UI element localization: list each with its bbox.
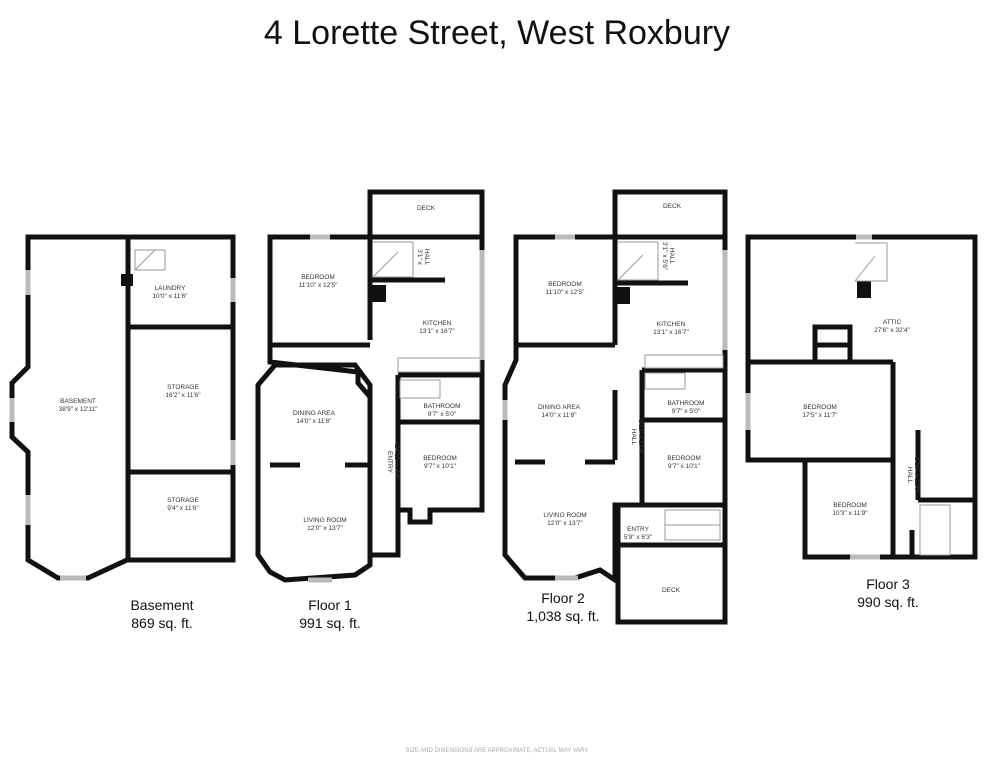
room-name: DECK <box>417 205 436 212</box>
room-name: LAUNDRY <box>155 285 187 292</box>
room-name: BEDROOM <box>667 455 701 462</box>
floor-area: 869 sq. ft. <box>131 615 192 631</box>
room-name: STORAGE <box>167 384 199 391</box>
room-name: BEDROOM <box>423 455 457 462</box>
room-name: ENTRY <box>627 526 650 533</box>
room-dims: 2'11" x 17'4" <box>637 419 644 455</box>
floor-name: Floor 2 <box>541 590 585 606</box>
room-name: DECK <box>663 203 682 210</box>
room-dims: 10'0" x 11'6" <box>152 293 188 300</box>
room-name: STORAGE <box>167 497 199 504</box>
room-dims: 10'3" x 11'9" <box>832 510 868 517</box>
room-dims: 2'10" x 12'0" <box>913 457 920 493</box>
floor-area: 990 sq. ft. <box>857 594 918 610</box>
room-name: BEDROOM <box>833 502 867 509</box>
room-name: LIVING ROOM <box>543 512 586 519</box>
room-dims: 12'0" x 13'7" <box>307 525 343 532</box>
room-dims: 14'0" x 11'8" <box>541 412 577 419</box>
room-dims: 9'4" x 11'6" <box>167 505 199 512</box>
room-name: BEDROOM <box>803 404 837 411</box>
floor-area: 991 sq. ft. <box>299 615 360 631</box>
room-name: BASEMENT <box>60 398 96 405</box>
room-name: BATHROOM <box>667 400 704 407</box>
room-dims: 9'7" x 10'1" <box>668 463 701 470</box>
room-dims: 11'10" x 12'5" <box>546 289 585 296</box>
room-dims: 14'0" x 11'8" <box>296 418 332 425</box>
room-name: HALL <box>906 467 913 484</box>
disclaimer: SIZE AND DIMENSIONS ARE APPROXIMATE, ACT… <box>406 748 589 754</box>
room-dims: 9'7" x 5'0" <box>428 411 457 418</box>
room-name: BEDROOM <box>301 274 335 281</box>
room-dims: 3'1" x 5'6" <box>661 242 668 271</box>
room-name: BATHROOM <box>423 403 460 410</box>
room-dims: 16'2" x 11'6" <box>165 392 201 399</box>
svg-text:Floor 21,038 sq. ft.: Floor 2 1,038 sq. ft. <box>526 590 599 624</box>
room-name: ATTIC <box>883 319 902 326</box>
room-name: BEDROOM <box>548 281 582 288</box>
svg-text:ENTRY24'11" x 4'4": ENTRY24'11" x 4'4" <box>386 444 400 480</box>
room-name: LIVING ROOM <box>303 517 346 524</box>
room-name: DINING AREA <box>293 410 336 417</box>
room-dims: 12'0" x 13'7" <box>547 520 583 527</box>
room-name: HALL <box>423 249 430 266</box>
room-name: ENTRY <box>386 451 393 474</box>
floor-name: Floor 1 <box>308 597 352 613</box>
room-dims: 17'5" x 11'7" <box>802 412 838 419</box>
room-dims: 5'9" x 6'3" <box>624 534 653 541</box>
room-name: KITCHEN <box>657 321 686 328</box>
room-dims: 11'10" x 12'5" <box>299 282 338 289</box>
floor-area: 1,038 sq. ft. <box>526 608 599 624</box>
room-name: DINING AREA <box>538 404 581 411</box>
page-title: 4 Lorette Street, West Roxbury <box>263 14 731 52</box>
room-dims: 9'7" x 5'0" <box>672 408 701 415</box>
room-name: HALL <box>630 429 637 446</box>
room-dims: 27'6" x 32'4" <box>874 327 910 334</box>
room-dims: 13'1" x 16'7" <box>653 329 689 336</box>
room-dims: 24'11" x 4'4" <box>393 444 400 480</box>
svg-text:HALL3'1" x 5'6": HALL3'1" x 5'6" <box>661 242 675 271</box>
floor-name: Basement <box>130 597 193 613</box>
svg-text:HALL2'11" x 17'4": HALL2'11" x 17'4" <box>630 419 644 455</box>
room-dims: 38'9" x 12'11" <box>59 406 98 413</box>
svg-text:HALL2'10" x 12'0": HALL2'10" x 12'0" <box>906 457 920 493</box>
floor-name: Floor 3 <box>866 576 910 592</box>
room-name: HALL <box>668 248 675 265</box>
svg-text:HALL3'1" x: HALL3'1" x <box>416 249 430 266</box>
room-dims: 13'1" x 16'7" <box>419 328 455 335</box>
room-name: KITCHEN <box>423 320 452 327</box>
room-name: DECK <box>662 587 681 594</box>
room-dims: 3'1" x <box>416 249 423 266</box>
room-dims: 9'7" x 10'1" <box>424 463 457 470</box>
